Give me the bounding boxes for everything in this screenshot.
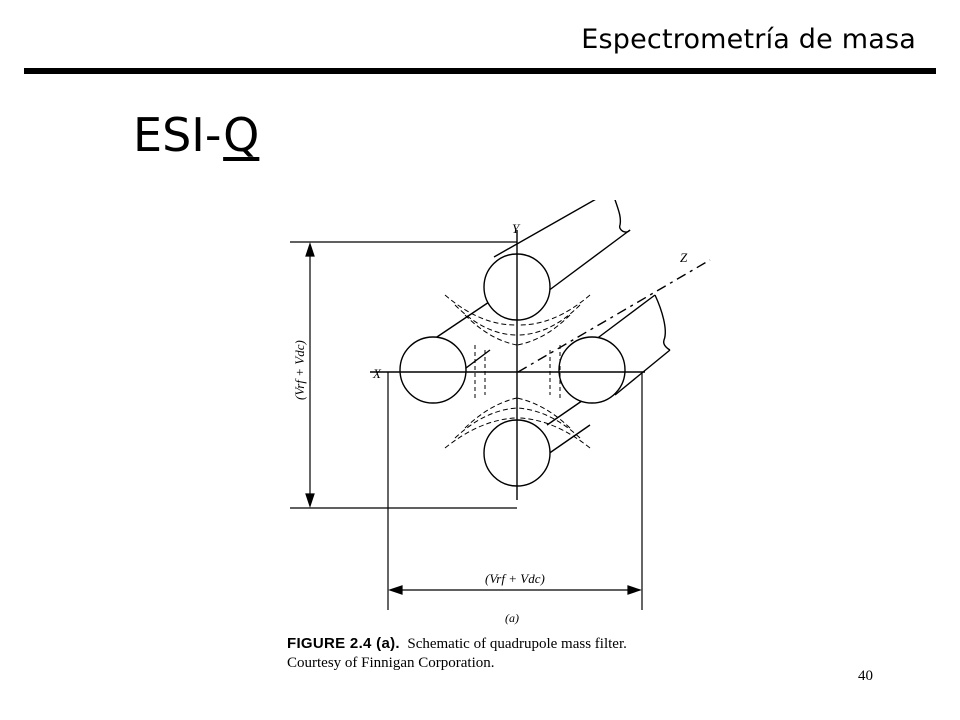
field-lines [444, 294, 591, 449]
slide-title: ESI-Q [133, 108, 259, 162]
figure-sublabel: (a) [505, 611, 519, 625]
figure-caption: FIGURE 2.4 (a). Schematic of quadrupole … [287, 634, 627, 673]
caption-text: Schematic of quadrupole mass filter. [407, 636, 627, 652]
quadrupole-diagram: Y X Z (Vrf + Vdc) (Vrf + Vdc) (a) [290, 200, 711, 625]
caption-line-2: Courtesy of Finnigan Corporation. [287, 655, 495, 671]
header-rule [24, 68, 936, 74]
axis-y-label: Y [512, 221, 521, 236]
axis-x-label: X [372, 366, 382, 381]
slide-title-underlined: Q [223, 108, 260, 162]
vertical-dimension [290, 241, 517, 509]
caption-line-1: FIGURE 2.4 (a). Schematic of quadrupole … [287, 634, 627, 654]
slide-title-prefix: ESI- [133, 108, 224, 162]
caption-label: FIGURE 2.4 (a). [287, 635, 400, 652]
header-title: Espectrometría de masa [581, 24, 916, 55]
horizontal-dimension [387, 372, 643, 610]
page-number: 40 [858, 668, 873, 684]
vertical-dimension-label: (Vrf + Vdc) [292, 340, 307, 400]
rod-top [493, 200, 631, 298]
horizontal-dimension-label: (Vrf + Vdc) [485, 571, 545, 586]
axis-z-label: Z [680, 250, 688, 265]
